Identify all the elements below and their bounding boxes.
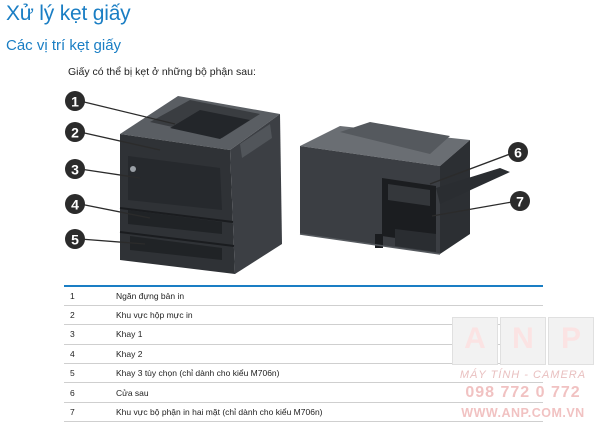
watermark-website: WWW.ANP.COM.VN — [461, 406, 585, 420]
section-heading: Các vị trí kẹt giấy — [6, 37, 122, 54]
watermark-letter: N — [512, 322, 534, 355]
printer-illustration: 1 2 3 4 5 6 7 — [65, 91, 530, 274]
row-number: 7 — [64, 402, 110, 423]
table-row: 6 Cửa sau — [64, 382, 543, 403]
callout-7: 7 — [510, 191, 530, 211]
table-row: 7 Khu vực bộ phận in hai mặt (chỉ dành c… — [64, 402, 543, 423]
front-printer-image — [119, 96, 282, 274]
anp-watermark: A N P MÁY TÍNH - CAMERA 098 772 0 772 WW… — [448, 317, 598, 434]
row-number: 2 — [64, 305, 110, 326]
table-row: 2 Khu vực hộp mực in — [64, 305, 543, 326]
svg-text:1: 1 — [71, 94, 79, 110]
table-row: 4 Khay 2 — [64, 344, 543, 365]
callout-4: 4 — [65, 194, 85, 214]
table-row: 3 Khay 1 — [64, 324, 543, 345]
svg-text:2: 2 — [71, 125, 79, 141]
callout-2: 2 — [65, 122, 85, 142]
row-number: 3 — [64, 324, 110, 345]
table-row: 1 Ngăn đựng bản in — [64, 284, 543, 306]
row-label: Khay 2 — [110, 344, 543, 365]
callout-6: 6 — [508, 142, 528, 162]
row-label: Khay 1 — [110, 324, 543, 345]
callout-5: 5 — [65, 229, 85, 249]
row-number: 6 — [64, 382, 110, 403]
watermark-letter: P — [560, 322, 581, 355]
row-number: 4 — [64, 344, 110, 365]
svg-text:5: 5 — [71, 232, 79, 248]
back-printer-image — [299, 122, 510, 255]
row-label: Khu vực bộ phận in hai mặt (chỉ dành cho… — [110, 402, 543, 423]
row-label: Cửa sau — [110, 382, 543, 403]
row-number: 1 — [64, 284, 110, 306]
row-label: Khu vực hộp mực in — [110, 305, 543, 326]
row-number: 5 — [64, 363, 110, 384]
row-label: Ngăn đựng bản in — [110, 284, 543, 306]
watermark-letter: A — [464, 322, 486, 355]
watermark-box-n: N — [500, 317, 546, 365]
intro-text: Giấy có thể bị kẹt ở những bộ phận sau: — [68, 66, 256, 78]
svg-text:7: 7 — [516, 194, 524, 210]
watermark-line-1: MÁY TÍNH - CAMERA — [459, 369, 587, 381]
page-title: Xử lý kẹt giấy — [6, 2, 131, 25]
callout-3: 3 — [65, 159, 85, 179]
watermark-phone: 098 772 0 772 — [465, 384, 581, 401]
table-row: 5 Khay 3 tùy chọn (chỉ dành cho kiểu M70… — [64, 363, 543, 384]
row-label: Khay 3 tùy chọn (chỉ dành cho kiểu M706n… — [110, 363, 543, 384]
watermark-box-p: P — [548, 317, 594, 365]
svg-text:6: 6 — [514, 145, 522, 161]
legend-table: 1 Ngăn đựng bản in 2 Khu vực hộp mực in … — [64, 284, 543, 423]
svg-text:3: 3 — [71, 162, 79, 178]
watermark-box-a: A — [452, 317, 498, 365]
callout-1: 1 — [65, 91, 85, 111]
svg-text:4: 4 — [71, 197, 79, 213]
